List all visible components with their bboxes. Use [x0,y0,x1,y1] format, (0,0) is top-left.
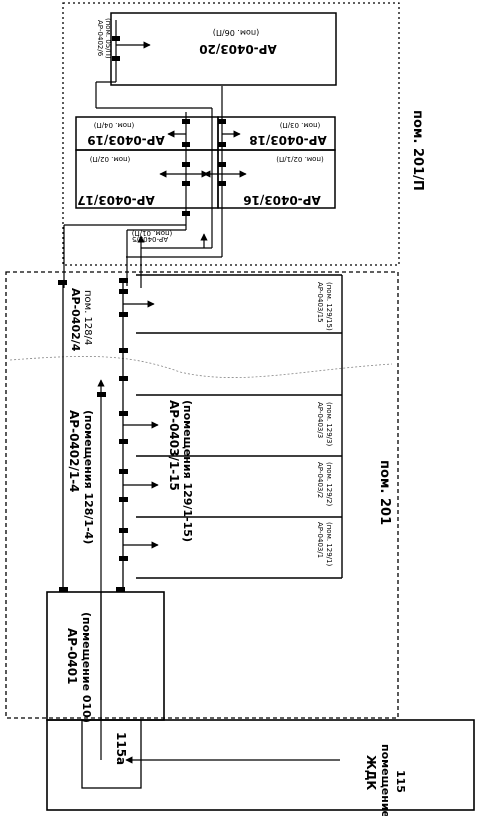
zdk-building [46,719,475,811]
panel-3-room: (пом. 129/3) [325,402,333,446]
unit-18-room: (пом. 03/П) [279,121,320,129]
main-unit-room: (помещение 010) [80,612,93,723]
panel-1-name: АР-0403/1 [316,522,324,558]
unit-20-name: АР-0403/20 [199,42,277,56]
zone-201p-label: пом. 201/П [410,110,425,191]
zdk-name: ЖДК [364,755,378,790]
room-115a-box [81,719,142,789]
unit-18-name: АР-0403/18 [249,133,327,147]
zdk-room: помещение [379,744,392,816]
box-6-name: АР-0402/6 [96,20,104,57]
panel-15-name: АР-0403/15 [316,282,324,323]
panel-3-name: АР-0403/3 [316,402,324,438]
room-115a-label: 115а [114,732,128,765]
zone-201p-border [62,2,400,266]
upper-arrows [116,41,247,248]
panel-15-room: (пом. 129/15) [325,282,333,331]
unit-16-name: АР-0403/16 [243,193,321,207]
box-1-4-name: АР-0402/1-4 [67,410,81,493]
group-1-15-room: (помещения 129/1-15) [181,400,194,542]
upper-building [75,12,337,209]
panel-2-name: АР-0403/2 [316,462,324,498]
panel-2-room: (пом. 129/2) [325,462,333,506]
break-line [9,356,393,378]
unit-20-box [110,12,337,86]
riser-arrows [97,300,159,700]
main-unit-name: АР-0401 [65,628,79,684]
box-5-name: АР-0402/5 [132,235,168,243]
box-4-name: АР-0402/4 [69,288,82,352]
box-1-4-room: (помещения 128/1-4) [82,410,95,544]
box-5-room: (пом. 01/П) [131,229,172,237]
zone-201-border [5,271,399,719]
zone-201-label: пом. 201 [377,460,392,525]
unit-17-name: АР-0403/17 [77,193,155,207]
zdk-num: 115 [394,770,407,793]
upper-terminals [112,36,226,216]
upper-wiring [63,20,223,288]
unit-20-room: (пом. 06/П) [213,28,259,37]
unit-19-room: (пом. 04/П) [93,121,134,129]
unit-16-box [217,149,336,209]
box-4-room: пом. 128/4 [82,290,93,345]
riser-terminals [58,278,128,592]
panel-1-room: (пом. 129/1) [325,522,333,566]
panel-grid [136,274,343,579]
main-unit-box [46,591,165,721]
unit-16-room: (пом. 02/1/П) [276,155,324,163]
unit-17-room: (пом. 02/П) [89,155,130,163]
box-6-room: (пом. 05/П) [104,18,112,59]
group-1-15-name: АР-0403/1-15 [167,400,181,491]
unit-19-name: АР-0403/19 [87,133,165,147]
